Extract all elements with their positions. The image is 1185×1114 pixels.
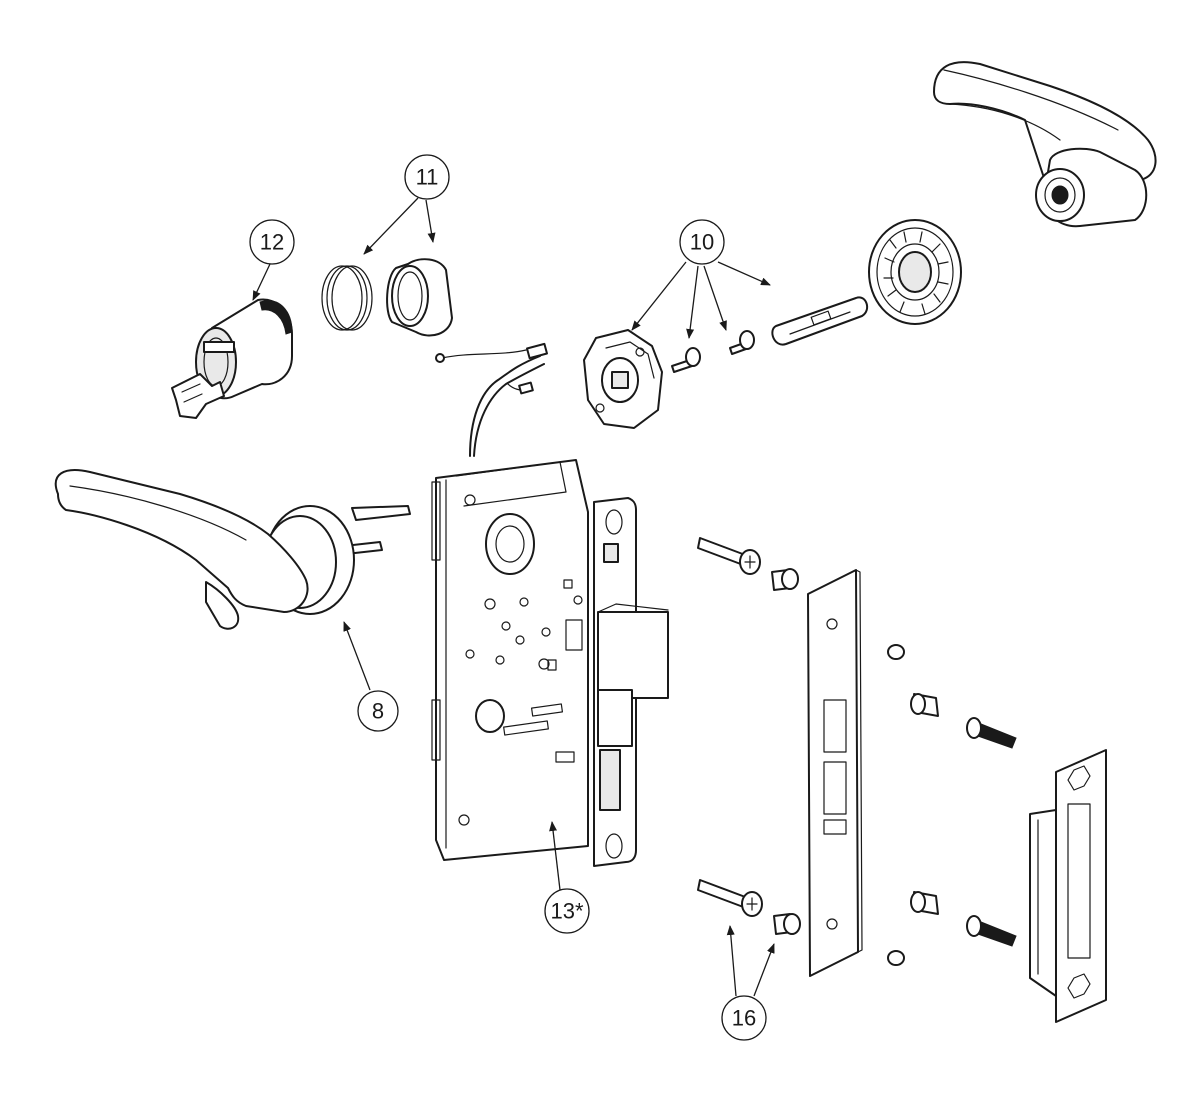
strike-plate-screws [887,644,1017,966]
mounting-screws [671,330,755,373]
callout-label-13: 13* [550,899,583,924]
lever-handle-outside [933,61,1157,228]
mortise-cylinder [171,298,293,419]
callout-16: 16 [721,925,775,1041]
callout-label-11: 11 [416,165,439,190]
callout-label-10: 10 [690,230,714,255]
callout-10: 10 [631,219,771,339]
wire-harness [435,342,548,457]
callout-13: 13* [544,821,590,934]
strike-screws [697,537,801,935]
callout-11: 11 [363,154,450,255]
mortise-lock-body [431,459,669,867]
callout-12: 12 [249,219,295,301]
callout-label-12: 12 [260,230,284,255]
rose-ring [868,219,962,325]
callout-label-8: 8 [372,699,384,724]
lever-handle-inside [54,469,411,630]
spindle [771,296,869,346]
strike-plate [1029,749,1107,1023]
callout-8: 8 [343,621,399,732]
armor-front-plate [807,569,863,977]
cylinder-spring-and-collar [321,258,453,337]
callout-label-16: 16 [732,1006,756,1031]
mounting-plate [583,329,663,429]
